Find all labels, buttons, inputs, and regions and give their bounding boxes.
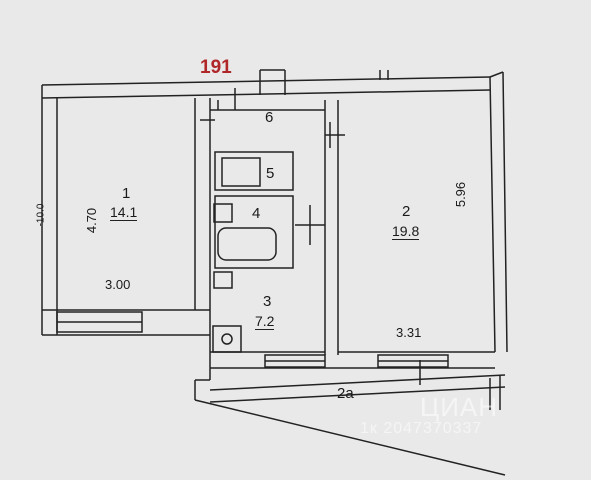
room-3-number: 3 xyxy=(263,293,272,310)
room-3-area: 7.2 xyxy=(255,313,275,330)
room-2-area: 19.8 xyxy=(392,223,420,240)
room-1-number: 1 xyxy=(122,185,131,202)
plan-id-label: 191 xyxy=(200,57,232,78)
room-6-number: 6 xyxy=(265,109,274,126)
room-2-dim-vertical: 5.96 xyxy=(453,181,469,208)
room-1-area: 14.1 xyxy=(110,204,138,221)
room-2-dim-horizontal: 3.31 xyxy=(396,325,422,340)
watermark-id: 1к 2047370337 xyxy=(360,420,483,437)
room-1-dim-horizontal: 3.00 xyxy=(105,277,131,292)
watermark-logo: ЦИАН xyxy=(420,392,499,422)
left-edge-dim: -10.0 xyxy=(35,203,47,227)
room-2-number: 2 xyxy=(402,203,411,220)
room-1-dim-vertical: 4.70 xyxy=(84,207,100,234)
room-5-number: 5 xyxy=(266,165,275,182)
balcony-2a-number: 2a xyxy=(337,385,354,402)
room-4-number: 4 xyxy=(252,205,261,222)
